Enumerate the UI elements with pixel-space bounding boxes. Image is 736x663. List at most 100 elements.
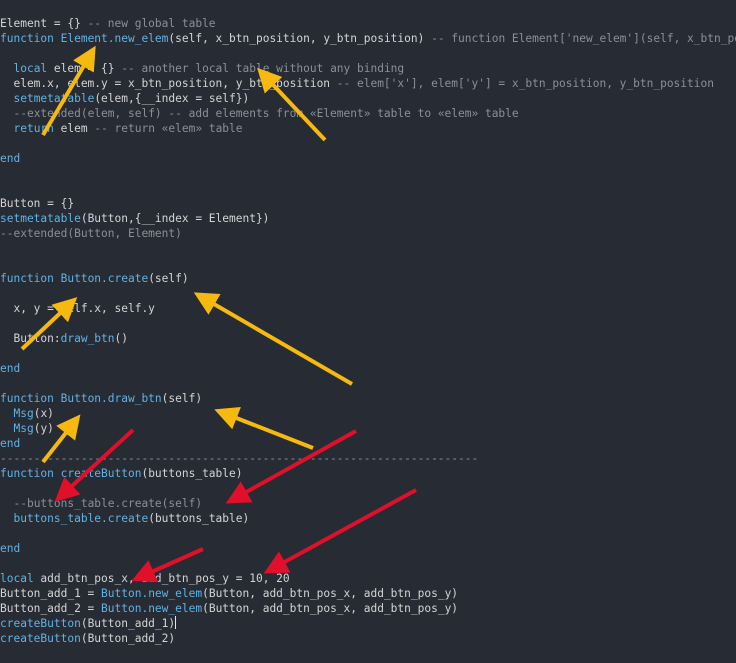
code-text — [0, 422, 13, 435]
code-line[interactable]: buttons_table.create(buttons_table) — [0, 511, 736, 526]
code-comment: -- return «elem» table — [94, 122, 243, 135]
code-line[interactable] — [0, 286, 736, 301]
code-line[interactable] — [0, 46, 736, 61]
code-identifier: Button.create — [60, 272, 149, 285]
code-text: (Button_add_1) — [80, 617, 176, 630]
code-line[interactable]: function Element.new_elem(self, x_btn_po… — [0, 31, 736, 46]
code-keyword: return — [13, 122, 54, 135]
code-line[interactable]: setmetatable(Button,{__index = Element}) — [0, 211, 736, 226]
code-line[interactable]: function createButton(buttons_table) — [0, 466, 736, 481]
code-text: (elem,{__index = self}) — [94, 92, 250, 105]
code-text: Button = {} — [0, 197, 75, 210]
code-text: elem = {} — [47, 62, 122, 75]
code-keyword: setmetatable — [0, 212, 81, 225]
code-text: (self) — [148, 272, 189, 285]
code-line[interactable]: Button = {} — [0, 196, 736, 211]
code-text: Button: — [0, 332, 61, 345]
code-line[interactable]: x, y = self.x, self.y — [0, 301, 736, 316]
code-identifier: Button.new_elem — [101, 587, 203, 600]
code-line[interactable]: --buttons_table.create(self) — [0, 496, 736, 511]
code-text: (buttons_table) — [141, 467, 243, 480]
code-text: (y) — [33, 422, 54, 435]
code-text: x, y = self.x, self.y — [0, 302, 155, 315]
code-line[interactable]: Button_add_1 = Button.new_elem(Button, a… — [0, 586, 736, 601]
code-line[interactable]: Element = {} -- new global table — [0, 16, 736, 31]
code-line[interactable] — [0, 556, 736, 571]
code-keyword: function — [0, 272, 61, 285]
code-text: (Button_add_2) — [80, 632, 176, 645]
code-text: Button_add_1 = — [0, 587, 102, 600]
code-comment: --buttons_table.create(self) — [13, 497, 203, 510]
code-line[interactable]: end — [0, 541, 736, 556]
code-comment: -- function Element['new_elem'](self, x_… — [431, 32, 736, 45]
code-text: (x) — [33, 407, 54, 420]
code-text: () — [114, 332, 128, 345]
code-line[interactable]: Msg(x) — [0, 406, 736, 421]
code-line[interactable]: return elem -- return «elem» table — [0, 121, 736, 136]
code-text: Button_add_2 = — [0, 602, 102, 615]
code-text — [0, 122, 13, 135]
code-keyword: end — [0, 542, 21, 555]
text-cursor — [175, 616, 177, 629]
code-line[interactable]: end — [0, 361, 736, 376]
code-comment: --extended(Button, Element) — [0, 227, 182, 240]
code-line[interactable]: Msg(y) — [0, 421, 736, 436]
code-line[interactable] — [0, 346, 736, 361]
code-text: (Button, add_btn_pos_x, add_btn_pos_y) — [202, 587, 459, 600]
code-identifier: createButton — [60, 467, 142, 480]
code-line[interactable] — [0, 376, 736, 391]
code-text: (Button, add_btn_pos_x, add_btn_pos_y) — [202, 602, 459, 615]
code-text: elem — [53, 122, 95, 135]
code-line[interactable]: elem.x, elem.y = x_btn_position, y_btn_p… — [0, 76, 736, 91]
code-line[interactable]: end — [0, 151, 736, 166]
code-line[interactable]: end — [0, 436, 736, 451]
code-line[interactable]: ----------------------------------------… — [0, 451, 736, 466]
code-keyword: function — [0, 32, 61, 45]
code-identifier: draw_btn — [60, 332, 115, 345]
code-keyword: end — [0, 437, 21, 450]
code-line[interactable]: Button_add_2 = Button.new_elem(Button, a… — [0, 601, 736, 616]
code-identifier: Element.new_elem — [60, 32, 169, 45]
code-identifier: buttons_table.create — [13, 512, 149, 525]
code-keyword: Msg — [13, 407, 34, 420]
code-identifier: Button.draw_btn — [60, 392, 162, 405]
code-line[interactable]: function Button.create(self) — [0, 271, 736, 286]
code-line[interactable]: --extended(elem, self) -- add elements f… — [0, 106, 736, 121]
code-line[interactable]: function Button.draw_btn(self) — [0, 391, 736, 406]
code-line[interactable] — [0, 136, 736, 151]
code-text — [0, 92, 13, 105]
code-keyword: local — [13, 62, 48, 75]
code-text: add_btn_pos_x, add_btn_pos_y = 10, 20 — [33, 572, 290, 585]
code-line[interactable]: --extended(Button, Element) — [0, 226, 736, 241]
code-identifier: Button.new_elem — [101, 602, 203, 615]
code-keyword: function — [0, 392, 61, 405]
code-line[interactable]: createButton(Button_add_2) — [0, 631, 736, 646]
code-keyword: setmetatable — [13, 92, 95, 105]
code-comment: --extended(elem, self) -- add elements f… — [13, 107, 519, 120]
code-line[interactable]: setmetatable(elem,{__index = self}) — [0, 91, 736, 106]
code-line[interactable] — [0, 481, 736, 496]
code-keyword: end — [0, 362, 21, 375]
code-line[interactable] — [0, 181, 736, 196]
code-line[interactable] — [0, 241, 736, 256]
code-comment: -- new global table — [87, 17, 216, 30]
code-text — [0, 62, 13, 75]
code-comment: -- another local table without any bindi… — [121, 62, 405, 75]
code-text: (self) — [161, 392, 203, 405]
code-text — [0, 407, 13, 420]
code-text: elem.x, elem.y = x_btn_position, y_btn_p… — [0, 77, 337, 90]
code-comment: ----------------------------------------… — [0, 452, 479, 465]
code-line[interactable]: createButton(Button_add_1) — [0, 616, 736, 631]
code-line[interactable] — [0, 526, 736, 541]
code-text: (Button,{__index = Element}) — [80, 212, 270, 225]
code-identifier: createButton — [0, 617, 81, 630]
code-line[interactable] — [0, 256, 736, 271]
code-line[interactable] — [0, 316, 736, 331]
code-line[interactable] — [0, 166, 736, 181]
code-line[interactable]: local add_btn_pos_x, add_btn_pos_y = 10,… — [0, 571, 736, 586]
code-line[interactable]: local elem = {} -- another local table w… — [0, 61, 736, 76]
code-keyword: end — [0, 152, 21, 165]
code-line[interactable]: Button:draw_btn() — [0, 331, 736, 346]
